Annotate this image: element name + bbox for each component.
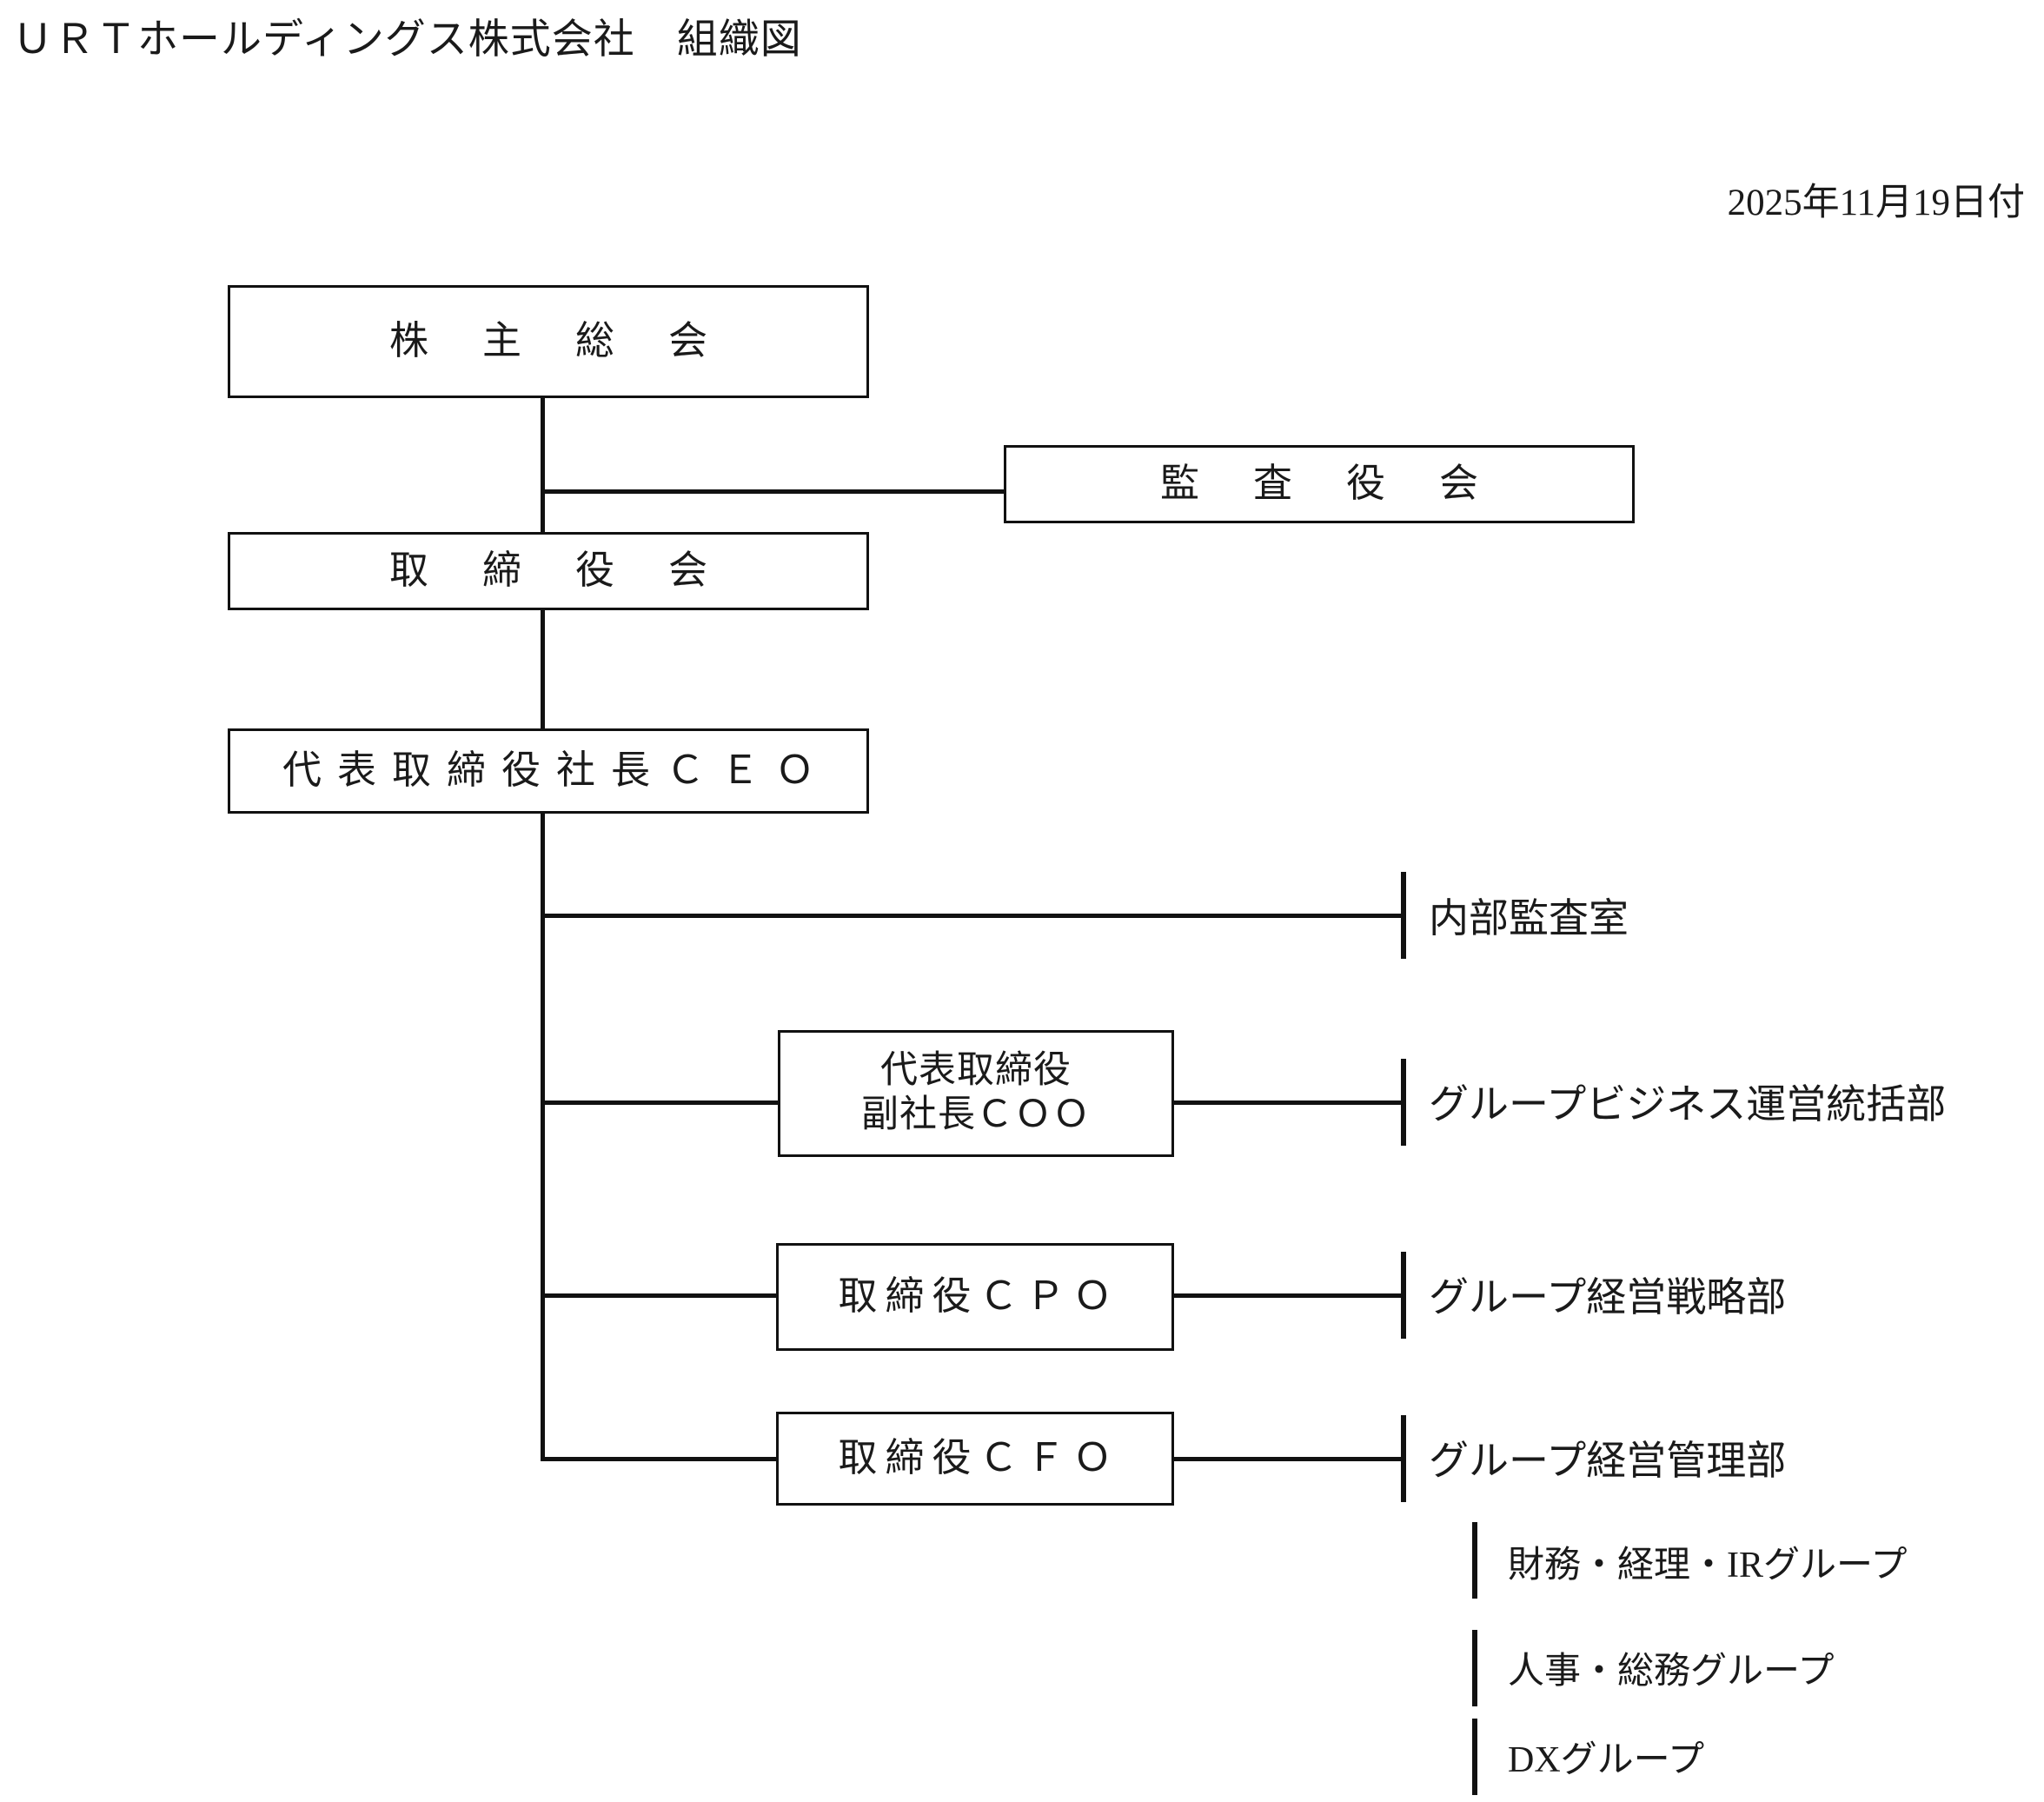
node-label-coo: 代表取締役 副社長ＣＯＯ xyxy=(861,1050,1091,1135)
connector-cfo-to-department xyxy=(1171,1457,1406,1461)
department-group-management-strategy: グループ経営戦略部 xyxy=(1429,1275,1787,1320)
node-board-of-auditors: 監査役会 xyxy=(1004,445,1635,523)
connector-branch-coo xyxy=(541,1100,780,1105)
node-shareholders-meeting: 株主総会 xyxy=(228,285,869,398)
connector-branch-cfo xyxy=(541,1457,779,1461)
department-group-business-operations: グループビジネス運営統括部 xyxy=(1429,1082,1947,1127)
node-label-cfo: 取締役ＣＦＯ xyxy=(838,1436,1120,1480)
node-label-board-of-directors: 取締役会 xyxy=(388,549,761,593)
connector-branch-internal-audit xyxy=(541,914,1405,918)
node-cfo: 取締役ＣＦＯ xyxy=(776,1412,1174,1506)
node-label-board-of-auditors: 監査役会 xyxy=(1159,462,1532,506)
department-internal-audit-office: 内部監査室 xyxy=(1429,896,1629,941)
tick-sub-group-3 xyxy=(1472,1719,1477,1795)
node-label-cpo: 取締役ＣＰＯ xyxy=(838,1274,1120,1319)
node-coo: 代表取締役 副社長ＣＯＯ xyxy=(778,1030,1174,1157)
connector-to-board-of-auditors xyxy=(541,489,1005,494)
department-group-management-administration: グループ経営管理部 xyxy=(1429,1439,1787,1483)
sub-group-dx: DXグループ xyxy=(1508,1740,1705,1780)
connector-ceo-trunk xyxy=(541,814,545,1460)
tick-internal-audit-office xyxy=(1401,872,1406,959)
sub-group-finance-accounting-ir: 財務・経理・IRグループ xyxy=(1508,1546,1908,1586)
node-board-of-directors: 取締役会 xyxy=(228,532,869,610)
connector-shareholders-to-directors xyxy=(541,398,545,533)
tick-sub-group-2 xyxy=(1472,1630,1477,1706)
node-ceo: 代表取締役社長ＣＥＯ xyxy=(228,728,869,814)
connector-branch-cpo xyxy=(541,1293,779,1298)
connector-cpo-to-department xyxy=(1171,1293,1406,1298)
node-label-shareholders-meeting: 株主総会 xyxy=(388,319,761,363)
page-title: ＵＲＴホールディングス株式会社 組織図 xyxy=(12,17,802,63)
sub-group-hr-general-affairs: 人事・総務グループ xyxy=(1508,1652,1835,1692)
node-label-ceo: 代表取締役社長ＣＥＯ xyxy=(282,748,830,793)
tick-group-business-operations xyxy=(1401,1059,1406,1146)
connector-coo-to-department xyxy=(1171,1100,1406,1105)
tick-group-management-strategy xyxy=(1401,1252,1406,1339)
tick-sub-group-1 xyxy=(1472,1522,1477,1599)
connector-directors-to-ceo xyxy=(541,610,545,729)
node-cpo: 取締役ＣＰＯ xyxy=(776,1243,1174,1351)
tick-group-management-administration xyxy=(1401,1415,1406,1502)
effective-date: 2025年11月19日付 xyxy=(1727,183,2025,223)
